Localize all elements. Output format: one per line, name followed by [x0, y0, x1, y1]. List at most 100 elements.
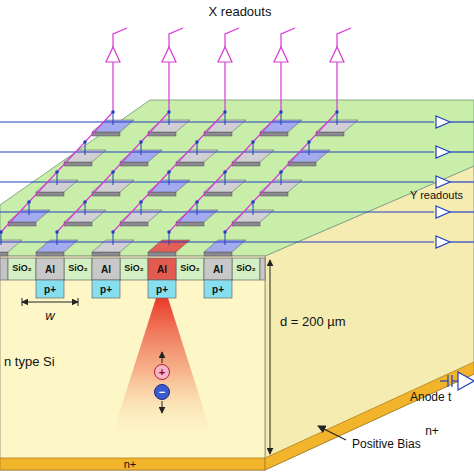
- wire-junction: [83, 140, 87, 144]
- y-wire: [0, 211, 434, 212]
- top-face: [0, 100, 474, 256]
- wire-junction: [195, 200, 199, 204]
- wire-junction: [279, 170, 283, 174]
- layer-label: SiO₂: [180, 264, 200, 274]
- pad-edge: [148, 132, 176, 136]
- layer-label: p+: [44, 284, 56, 295]
- carrier-sign: +: [159, 367, 165, 378]
- y-amplifier: [436, 236, 450, 248]
- cross-section-cell: [232, 258, 260, 280]
- n-plus-layer-side: [265, 362, 474, 470]
- cross-section-cell: [204, 258, 232, 280]
- x-amplifier: [162, 47, 176, 62]
- x-output: [225, 28, 239, 47]
- annotation-label: w: [45, 309, 54, 323]
- pad-edge: [64, 162, 92, 166]
- pad-edge: [288, 162, 316, 166]
- x-output: [169, 28, 183, 47]
- cross-section-cell: [8, 258, 36, 280]
- pad-edge: [92, 192, 120, 196]
- electron-drift-arrow: [162, 401, 163, 413]
- wire-junction: [335, 110, 339, 114]
- pad-via: [141, 202, 142, 215]
- x-wire: [169, 62, 281, 232]
- annotation-label: d = 200 µm: [280, 315, 346, 329]
- pad-edge: [0, 252, 8, 256]
- y-amplifier: [436, 146, 450, 158]
- electron-carrier: −: [154, 384, 170, 400]
- pad-via: [197, 202, 198, 215]
- x-output: [113, 28, 127, 47]
- wire-junction: [167, 110, 171, 114]
- y-output: [450, 241, 474, 242]
- layer-label: p+: [212, 284, 224, 295]
- x-wire: [57, 62, 169, 232]
- layer-label: SiO₂: [12, 264, 32, 274]
- n-plus-layer: [0, 458, 265, 470]
- cross-section-cell: [0, 258, 8, 280]
- layer-label: Al: [45, 264, 55, 275]
- pad-via: [85, 202, 86, 215]
- pad-via: [169, 112, 170, 125]
- wire-junction: [251, 200, 255, 204]
- pad-edge: [120, 162, 148, 166]
- pad-edge: [232, 162, 260, 166]
- cross-section-cell: [176, 258, 204, 280]
- wire-junction: [111, 110, 115, 114]
- y-output: [450, 211, 474, 212]
- x-wire: [1, 62, 113, 232]
- pad-via: [113, 112, 114, 125]
- annotation-label: n type Si: [4, 355, 55, 369]
- wire-junction: [251, 140, 255, 144]
- pad-via: [253, 202, 254, 215]
- pad-via: [57, 232, 58, 245]
- pad-edge: [232, 222, 260, 226]
- wire-junction: [55, 230, 59, 234]
- wire-junction: [111, 230, 115, 234]
- layer-label: p+: [156, 284, 168, 295]
- layer-label: p+: [100, 284, 112, 295]
- cross-section-cell: [204, 280, 232, 298]
- pad-edge: [148, 252, 176, 256]
- pad-edge: [260, 192, 288, 196]
- pad-edge: [176, 222, 204, 226]
- x-output: [281, 28, 295, 47]
- pad-edge: [120, 222, 148, 226]
- x-amplifier: [106, 47, 120, 62]
- pad-edge: [316, 132, 344, 136]
- x-amplifier: [218, 47, 232, 62]
- x-wire: [113, 62, 225, 232]
- cross-section-cell: [148, 280, 176, 298]
- layer-label: SiO₂: [68, 264, 88, 274]
- anode-readout: [440, 372, 474, 390]
- layer-label: SiO₂: [124, 264, 144, 274]
- pad-edge: [8, 222, 36, 226]
- pad-via: [197, 142, 198, 155]
- wire-junction: [223, 110, 227, 114]
- pad-via: [253, 142, 254, 155]
- pad-via: [57, 172, 58, 185]
- hole-carrier: +: [154, 364, 170, 380]
- pad-edge: [176, 162, 204, 166]
- pitch-tick: [78, 298, 79, 306]
- pad-via: [29, 202, 30, 215]
- pad-via: [309, 142, 310, 155]
- y-amplifier: [436, 206, 450, 218]
- pad-via: [225, 232, 226, 245]
- annotation-label: Anode t: [410, 391, 451, 404]
- cross-section-cell: [92, 258, 120, 280]
- pad-via: [337, 112, 338, 125]
- y-wire: [0, 241, 434, 242]
- pad-edge: [64, 222, 92, 226]
- front-face: [0, 256, 265, 470]
- pad-edge: [92, 132, 120, 136]
- wire-junction: [223, 170, 227, 174]
- x-output: [337, 28, 351, 47]
- pad-edge: [36, 192, 64, 196]
- pad-edge: [260, 132, 288, 136]
- y-wire: [0, 121, 434, 122]
- pad-via: [225, 172, 226, 185]
- pad-via: [169, 172, 170, 185]
- y-wire: [0, 181, 434, 182]
